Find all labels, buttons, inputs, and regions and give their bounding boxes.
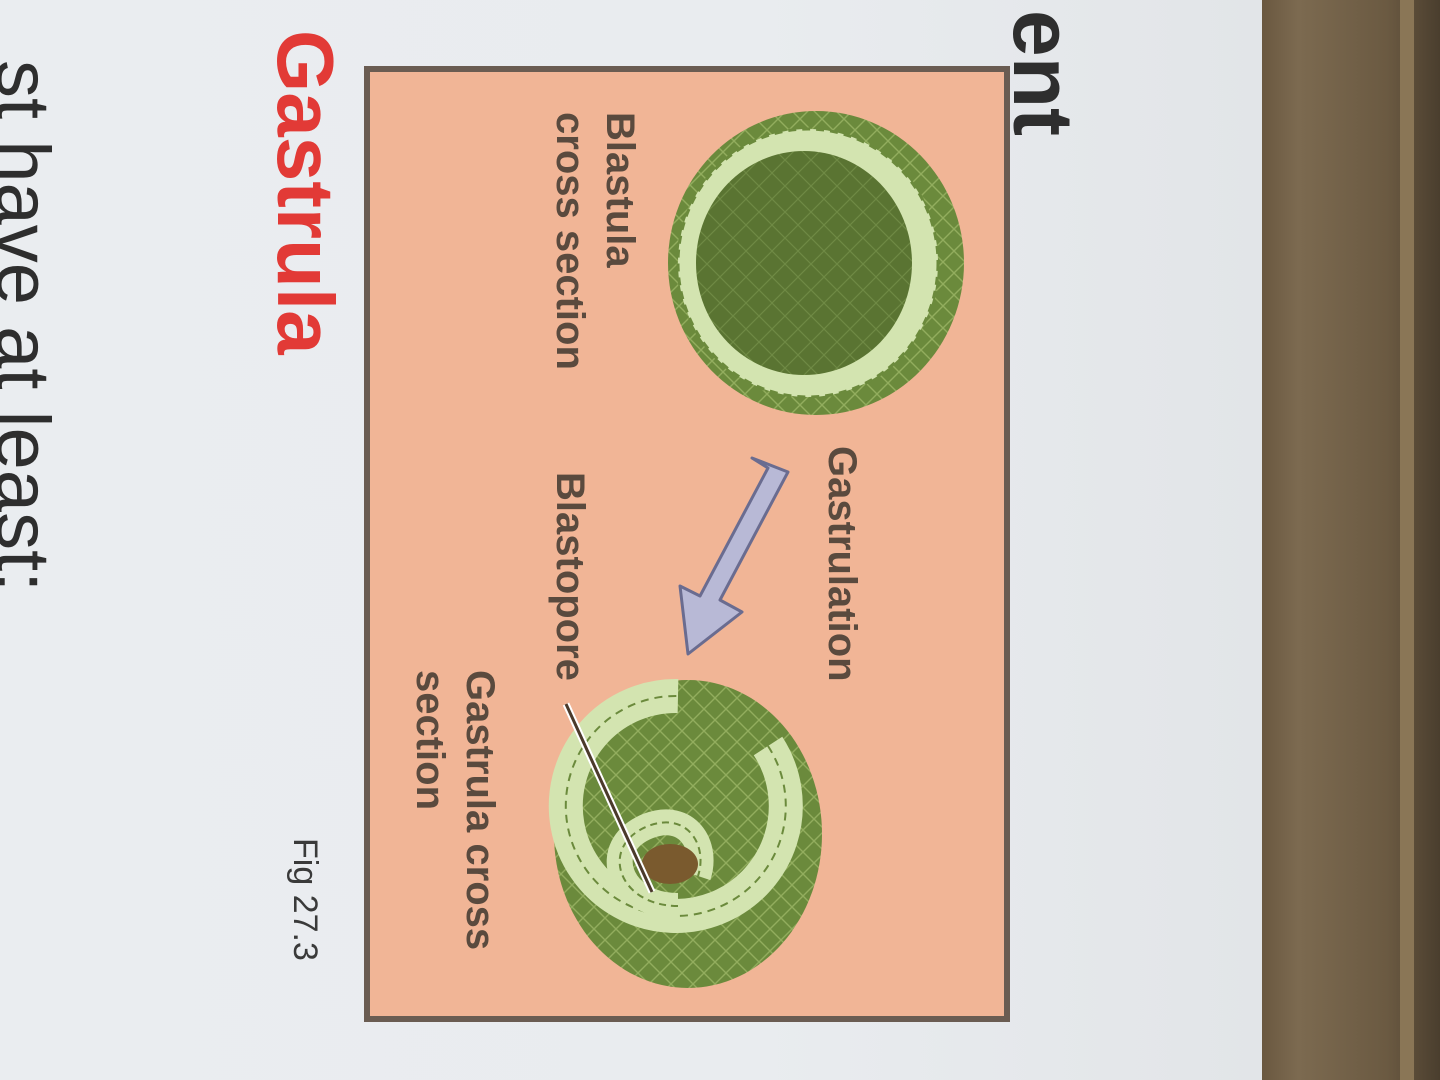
blastopore-pointer: [562, 702, 656, 894]
section-title: Gastrula: [261, 30, 350, 355]
figure-caption: Fig 27.3: [286, 838, 324, 961]
blastula-label-line1: Blastula: [598, 112, 642, 268]
blastula-label-line2: cross section: [548, 112, 592, 370]
blastula-illustration: [668, 111, 964, 415]
body-fragment: st have at least:: [0, 60, 65, 593]
gastrulation-arrow: [678, 456, 790, 656]
gastrula-illustration: [548, 678, 822, 988]
heading-fragment: ent: [996, 10, 1090, 136]
wall-trim: [1400, 0, 1414, 1080]
gastrula-label-line1: Gastrula cross: [458, 670, 502, 951]
blastopore-label: Blastopore: [548, 472, 592, 681]
gastrula-label-line2: section: [408, 670, 452, 811]
gastrulation-label: Gastrulation: [820, 446, 864, 682]
